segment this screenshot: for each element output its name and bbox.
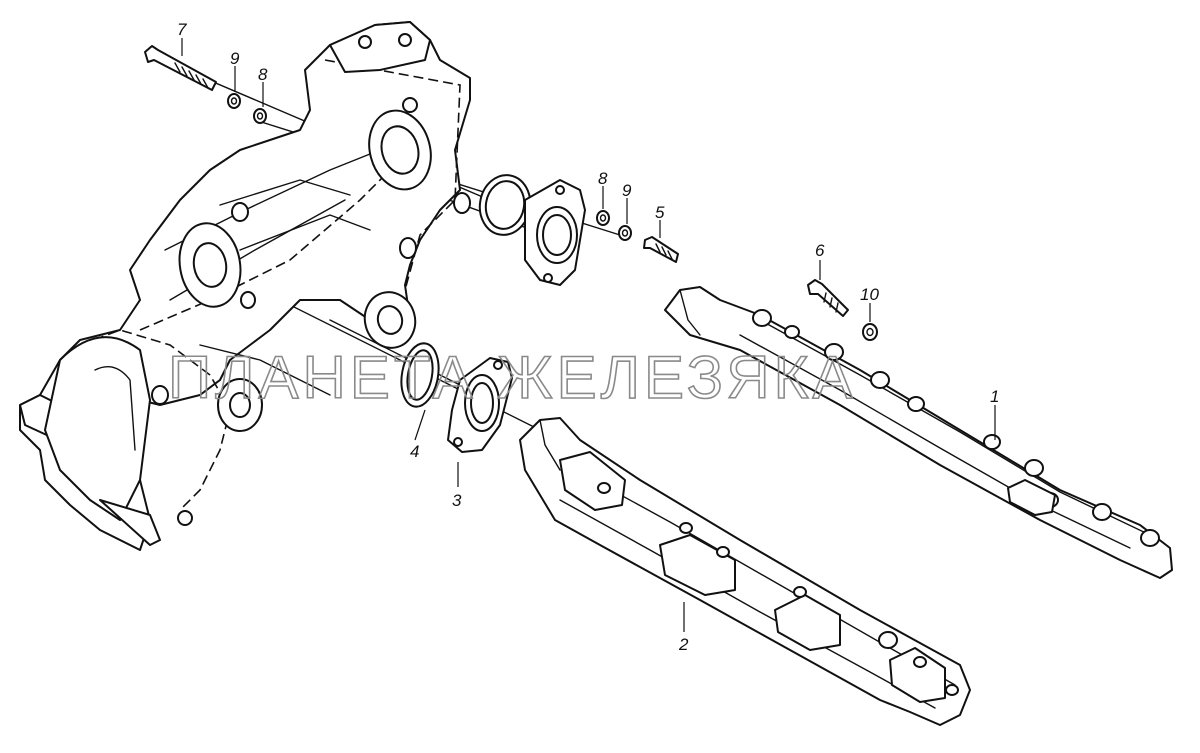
- callout-9-upper: 9: [230, 49, 240, 68]
- callout-3: 3: [452, 491, 462, 510]
- pump-housing: [19, 21, 471, 551]
- callout-2: 2: [678, 635, 689, 654]
- watermark-text: ПЛАНЕТА ЖЕЛЕЗЯКА: [168, 344, 857, 411]
- washer-8-upper: [253, 108, 267, 124]
- o-ring-upper: [478, 174, 532, 236]
- washer-8-right: [596, 210, 610, 226]
- flange-upper: [524, 179, 586, 286]
- o-ring-4: [400, 342, 440, 408]
- callout-1: 1: [990, 387, 999, 406]
- manifold-1: [664, 286, 1173, 579]
- flange-3: [447, 357, 513, 453]
- bolt-6: [807, 279, 849, 317]
- callout-10: 10: [860, 285, 879, 304]
- bolt-7: [144, 45, 217, 91]
- callout-4: 4: [410, 442, 419, 461]
- callout-8-right: 8: [598, 169, 608, 188]
- washer-9-upper: [227, 93, 241, 109]
- manifold-2: [519, 417, 971, 726]
- washer-9-right: [618, 225, 632, 241]
- callout-6: 6: [815, 241, 825, 260]
- callout-7: 7: [177, 20, 187, 39]
- callout-5: 5: [655, 203, 665, 222]
- callout-8-upper: 8: [258, 65, 268, 84]
- leader-lines: [181, 38, 996, 632]
- callout-9-right: 9: [622, 181, 632, 200]
- callouts: 7 9 8 8 9 5 6 10 1 4 3 2: [177, 20, 999, 654]
- washer-10: [862, 323, 878, 341]
- bolt-5: [643, 236, 679, 263]
